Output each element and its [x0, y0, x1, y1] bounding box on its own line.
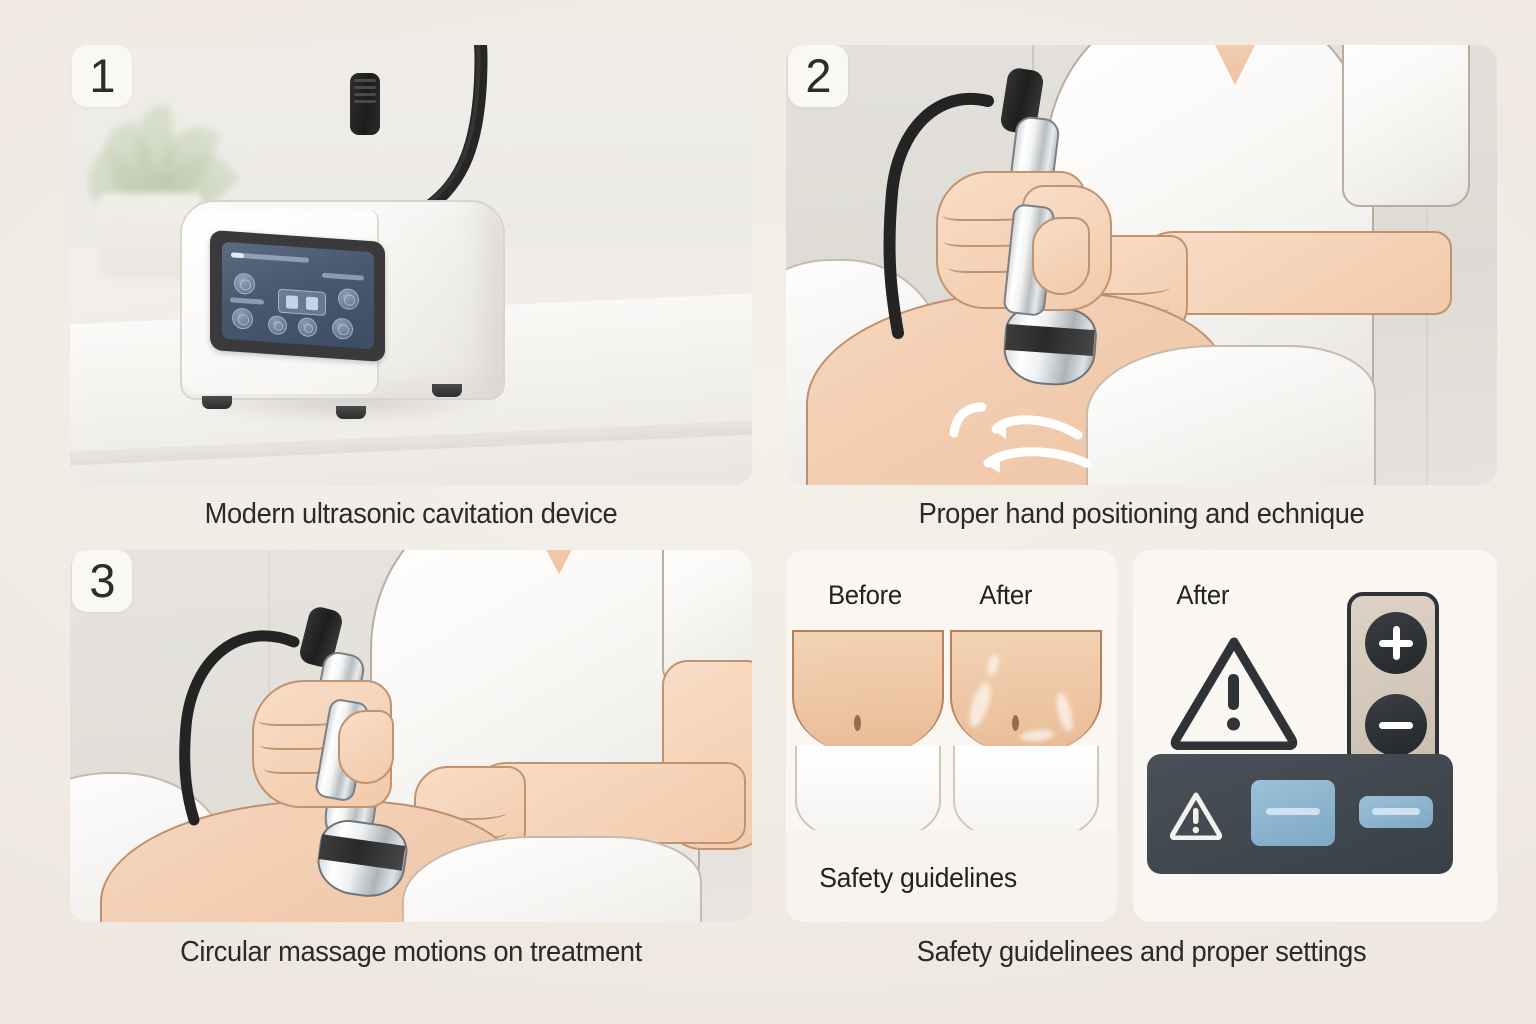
after-label-settings: After [1176, 580, 1230, 610]
minus-button-large[interactable] [1251, 780, 1335, 846]
therapist-thumb [1032, 217, 1090, 295]
therapist-thumb [338, 710, 394, 784]
device-touchscreen[interactable] [210, 229, 385, 363]
ultrasonic-cavitation-device[interactable] [180, 200, 505, 419]
safety-guidelines-footer: Safety guidelines [819, 862, 1017, 893]
after-label: After [979, 580, 1033, 610]
wand-cable [883, 92, 994, 339]
mode-icon[interactable] [332, 317, 353, 340]
caption-2: Proper hand positioning and echnique [918, 498, 1365, 530]
warning-triangle-icon [1170, 637, 1298, 750]
step-number-2: 2 [805, 48, 831, 102]
step-badge-2: 2 [788, 45, 848, 107]
caption-4: Safety guidelinees and proper settings [916, 936, 1367, 968]
panel-2-illustration [786, 45, 1497, 485]
step-number-1: 1 [89, 48, 115, 102]
panel-1-device[interactable]: 1 [70, 45, 752, 485]
panel-1-illustration [70, 45, 752, 485]
settings-card[interactable]: After [1133, 550, 1497, 922]
wand-cable [179, 630, 300, 826]
timer-icon[interactable] [232, 307, 253, 330]
panel-3-illustration [70, 550, 752, 922]
step-badge-3: 3 [72, 550, 132, 612]
minus-icon[interactable] [1365, 694, 1427, 756]
torso-before [792, 630, 944, 842]
caption-3: Circular massage motions on treatment [180, 936, 642, 968]
minus-button-small[interactable] [1359, 796, 1433, 828]
panel-3-circular-massage[interactable]: 3 [70, 550, 752, 922]
panel-2-hand-positioning[interactable]: 2 [786, 45, 1497, 485]
before-after-card[interactable]: Before After Safety guidelines [786, 550, 1117, 922]
circular-motion-arrow-icon [949, 402, 1091, 473]
step-badge-1: 1 [72, 45, 132, 107]
cable-plug [350, 73, 380, 135]
before-label: Before [827, 580, 902, 610]
device-display-readout [278, 288, 326, 316]
small-warning-triangle-icon [1169, 792, 1223, 840]
plus-icon[interactable] [1365, 612, 1427, 674]
panel-4-safety-settings[interactable]: Before After Safety guidelines [786, 550, 1497, 922]
power-icon[interactable] [234, 272, 255, 296]
droplet-icon[interactable] [268, 314, 287, 336]
step-number-3: 3 [89, 553, 115, 607]
intensity-icon[interactable] [298, 317, 317, 338]
caption-1: Modern ultrasonic cavitation device [204, 498, 618, 530]
wave-icon[interactable] [338, 287, 359, 311]
torso-after [950, 630, 1102, 842]
control-panel-bar[interactable] [1147, 754, 1453, 874]
